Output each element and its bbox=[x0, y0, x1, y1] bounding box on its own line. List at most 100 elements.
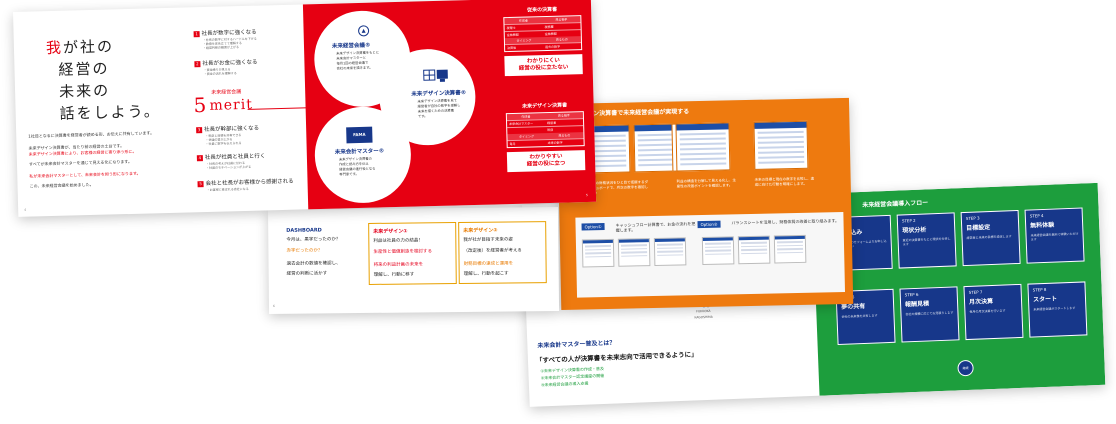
headline-line-1: 我が社の bbox=[45, 37, 115, 58]
page-number: 6 bbox=[272, 303, 275, 308]
option-thumbnail bbox=[653, 237, 687, 266]
merit-spread: 我が社の 経営の 未来の 話をしよう。 1社目となるに決算書を経営者が読める形、… bbox=[13, 0, 597, 217]
flow-title: 未来経営会議導入フロー bbox=[862, 199, 929, 209]
master-title: 未来会計マスター普及とは？ bbox=[537, 339, 616, 350]
step-label: STEP 4 bbox=[1029, 212, 1044, 219]
new-statement-table: 作成者見る相手 未来会計マスター経営者 幹部 タイミング見るもの 毎月未来の数字 bbox=[505, 111, 585, 149]
merit-sub: ・社員に数字を伝えられる bbox=[205, 141, 242, 147]
fama-logo: FAMA bbox=[346, 126, 373, 144]
page-number: 4 bbox=[24, 207, 27, 212]
merit-label: 未来経営会議 bbox=[211, 89, 242, 96]
box-label: 未来デザイン② bbox=[463, 227, 498, 234]
step-desc: 未来経営会議を無料で体験いただけます bbox=[1030, 231, 1079, 242]
city-label: KAGOSHIMA bbox=[694, 315, 713, 320]
box-label: DASHBOARD bbox=[286, 227, 322, 234]
venn-top-text: 会社の未来を描きます。 bbox=[336, 65, 373, 71]
step-name: 現状分析 bbox=[902, 226, 927, 235]
step-label: STEP 8 bbox=[1032, 286, 1047, 293]
option-thumbnail bbox=[617, 238, 651, 267]
page-number: 5 bbox=[585, 193, 588, 198]
venn-right-title: 未来デザイン決算書® bbox=[411, 90, 467, 98]
statement-thumbnail bbox=[675, 122, 731, 172]
step-name: 無料体験 bbox=[1030, 221, 1055, 230]
venn-top-title: 未来経営会議® bbox=[331, 42, 371, 50]
option-thumbnail bbox=[737, 235, 771, 265]
step-desc: 直近の決算書をもとに現状を分析します bbox=[902, 236, 951, 247]
flow-step-6: STEP 6 報酬見積 会社の規模に応じてお見積りします bbox=[899, 286, 960, 343]
master-quote: 「すべての人が決算書を未来志向で活用できるように」 bbox=[535, 350, 698, 365]
flow-step-7: STEP 7 月次決算 毎月の月次決算を行います bbox=[963, 283, 1024, 341]
box-line: 赤字だったのか？ bbox=[286, 248, 323, 254]
merit-sub: ・経営判断の精度が上がる bbox=[202, 45, 240, 51]
step-desc: 毎月の月次決算を行います bbox=[969, 308, 1006, 314]
box-line: 理解し、行動を起こす bbox=[463, 271, 509, 278]
box-line: 過去会計の数値を確認し、 bbox=[286, 260, 341, 267]
box-line: （改定後）を経営者が考える bbox=[463, 248, 522, 254]
box-label: 未来デザイン① bbox=[373, 228, 408, 235]
option-thumbnail bbox=[773, 234, 807, 264]
merit-word: merit bbox=[209, 96, 254, 114]
step-desc: 会社の規模に応じてお見積りします bbox=[905, 310, 954, 317]
venn-bottom-text: 専門家です。 bbox=[339, 172, 359, 177]
intro-text: すべてが未来会計マスターを通じて見える化になります。 bbox=[28, 158, 133, 167]
old-statement-panel: 従来の決算書 作成者見る相手 税理士税務署 金融機関金融機関 タイミング見るもの… bbox=[503, 5, 583, 77]
dashboard-page: DASHBOARD 今月は、黒字だったのか？ 赤字だったのか？ 過去会計の数値を… bbox=[268, 206, 560, 314]
option-2-text: バランスシートを活用し、財務体質の改善に取り組みます。 bbox=[731, 218, 840, 226]
merit-sub: ・資金の流れを理解する bbox=[203, 71, 237, 77]
future-design-1-box: 未来デザイン① 利益は社員の力の結晶！ 生産性と価値創造を検討する 将来の利益計… bbox=[368, 222, 457, 285]
step-label: STEP 7 bbox=[968, 289, 983, 295]
box-line: 生産性と価値創造を検討する bbox=[373, 249, 432, 255]
headline-line-2: 経営の bbox=[58, 59, 110, 79]
continue-badge: 継続 bbox=[957, 359, 974, 377]
merit-sub: ・社員のモチベーションが上がる bbox=[206, 164, 252, 170]
option-1-badge: Option① bbox=[581, 223, 605, 231]
flow-step-3: STEP 3 目標設定 経営者と未来の目標を設定します bbox=[960, 209, 1021, 267]
venn-right-text: 未来を描くための決算書 bbox=[417, 108, 455, 114]
monitor-icon bbox=[423, 69, 448, 82]
dashboard-box: DASHBOARD 今月は、黒字だったのか？ 赤字だったのか？ 過去会計の数値を… bbox=[282, 223, 365, 286]
option-thumbnail bbox=[701, 236, 735, 265]
box-line: 経営の判断に活かす bbox=[286, 271, 328, 278]
flow-panel: 未来経営会議導入フロー STEP 1 お申込み お問い合わせフォームよりお申し込… bbox=[811, 182, 1106, 396]
flow-step-2: STEP 2 現状分析 直近の決算書をもとに現状を分析します bbox=[896, 212, 957, 269]
old-statement-verdict: わかりにくい経営の役に立たない bbox=[504, 54, 583, 77]
statement-desc: 会社の財務状況をひと目で把握するダッシュボードで、月次の数字を確認します。 bbox=[588, 180, 649, 194]
statement-desc: 利益の構造を分解して見える化し、生産性の改善ポイントを確認します。 bbox=[676, 178, 736, 189]
master-item: ②未来会計マスター認定講座の開催 bbox=[540, 372, 605, 381]
step-name: スタート bbox=[1032, 295, 1058, 304]
new-statement-panel: 未来デザイン決算書 作成者見る相手 未来会計マスター経営者 幹部 タイミング見る… bbox=[505, 101, 586, 173]
step-desc: 会社の未来像を共有します bbox=[841, 313, 878, 319]
master-item: ③未来経営会議の導入支援 bbox=[540, 380, 589, 388]
box-line: 財務目標の達成と運用を bbox=[463, 260, 514, 267]
intro-text: 私が未来会計マスターとして、未来会計を担う形になります。 bbox=[29, 170, 141, 179]
new-statement-heading: 未来デザイン決算書 bbox=[522, 102, 568, 110]
venn-bottom-title: 未来会計マスター® bbox=[334, 148, 385, 156]
merit-number: 5 bbox=[193, 92, 207, 118]
step-name: 月次決算 bbox=[968, 297, 994, 306]
old-statement-table: 作成者見る相手 税理士税務署 金融機関金融機関 タイミング見るもの 決算後過去の… bbox=[503, 15, 583, 53]
option-2-badge: Option② bbox=[697, 220, 721, 229]
intro-text: 1社目となるに決算書を経営者が読める形、お伝えに共有しています。 bbox=[28, 130, 155, 139]
flow-step-4: STEP 4 無料体験 未来経営会議を無料で体験いただけます bbox=[1024, 207, 1085, 264]
box-line: 今月は、黒字だったのか？ bbox=[286, 237, 341, 243]
new-statement-verdict: わかりやすい経営の役に立つ bbox=[506, 150, 586, 173]
step-desc: 未来経営会議がスタートします bbox=[1033, 305, 1076, 312]
box-line: 利益は社員の力の結晶！ bbox=[373, 238, 423, 244]
compass-icon bbox=[358, 25, 370, 37]
old-statement-heading: 従来の決算書 bbox=[527, 6, 558, 14]
box-line: 我が社が目指す未来の姿 bbox=[463, 237, 513, 243]
box-line: 理解し、行動に移す bbox=[373, 272, 415, 279]
step-name: 目標設定 bbox=[966, 224, 991, 232]
statement-thumbnail bbox=[753, 120, 809, 170]
step-label: STEP 3 bbox=[965, 215, 980, 221]
flow-step-8: STEP 8 スタート 未来経営会議がスタートします bbox=[1027, 281, 1088, 338]
headline-red-char: 我 bbox=[45, 38, 64, 58]
statement-desc: 未来の目標と現在の数字を比較し、達成に向けた行動を明確にします。 bbox=[754, 176, 815, 187]
option-1-text: キャッシュフロー計算書で、お金の流れを把握します。 bbox=[615, 221, 696, 233]
city-label: FUKUOKA bbox=[696, 309, 711, 314]
headline-line-4: 話をしよう。 bbox=[59, 102, 161, 123]
